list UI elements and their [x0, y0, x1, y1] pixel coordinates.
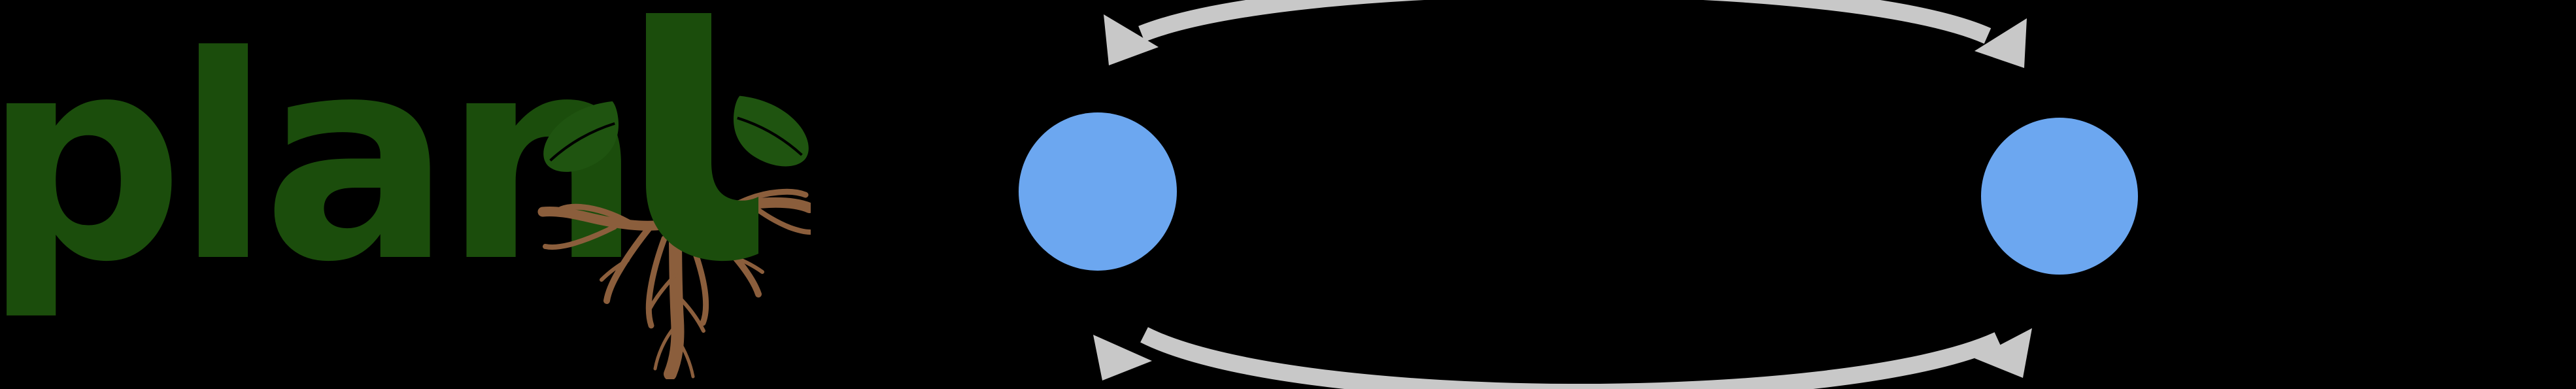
- stem-glyph: [646, 13, 758, 262]
- leaf-left: [543, 101, 619, 172]
- logo-wordmark: plan: [0, 0, 643, 324]
- arrow-top-tail-head-icon: [1974, 18, 2027, 68]
- arrow-top-head-icon: [1104, 14, 1159, 65]
- arrow-bottom-head-icon: [1974, 328, 2032, 378]
- arrow-bottom: [1093, 327, 2032, 389]
- node-left[interactable]: [1019, 112, 1177, 271]
- node-right[interactable]: [1981, 118, 2138, 275]
- bidirectional-cycle-diagram: [981, 0, 2190, 389]
- arrow-bottom-line: [1140, 327, 2002, 389]
- arrow-top-line: [1138, 0, 1991, 44]
- arrow-bottom-tail-head-icon: [1093, 335, 1152, 381]
- plant-stem-letter-t: [536, 13, 811, 379]
- arrow-top: [1104, 0, 2027, 68]
- plant-logo: plan: [0, 0, 811, 389]
- leaf-right: [733, 95, 809, 167]
